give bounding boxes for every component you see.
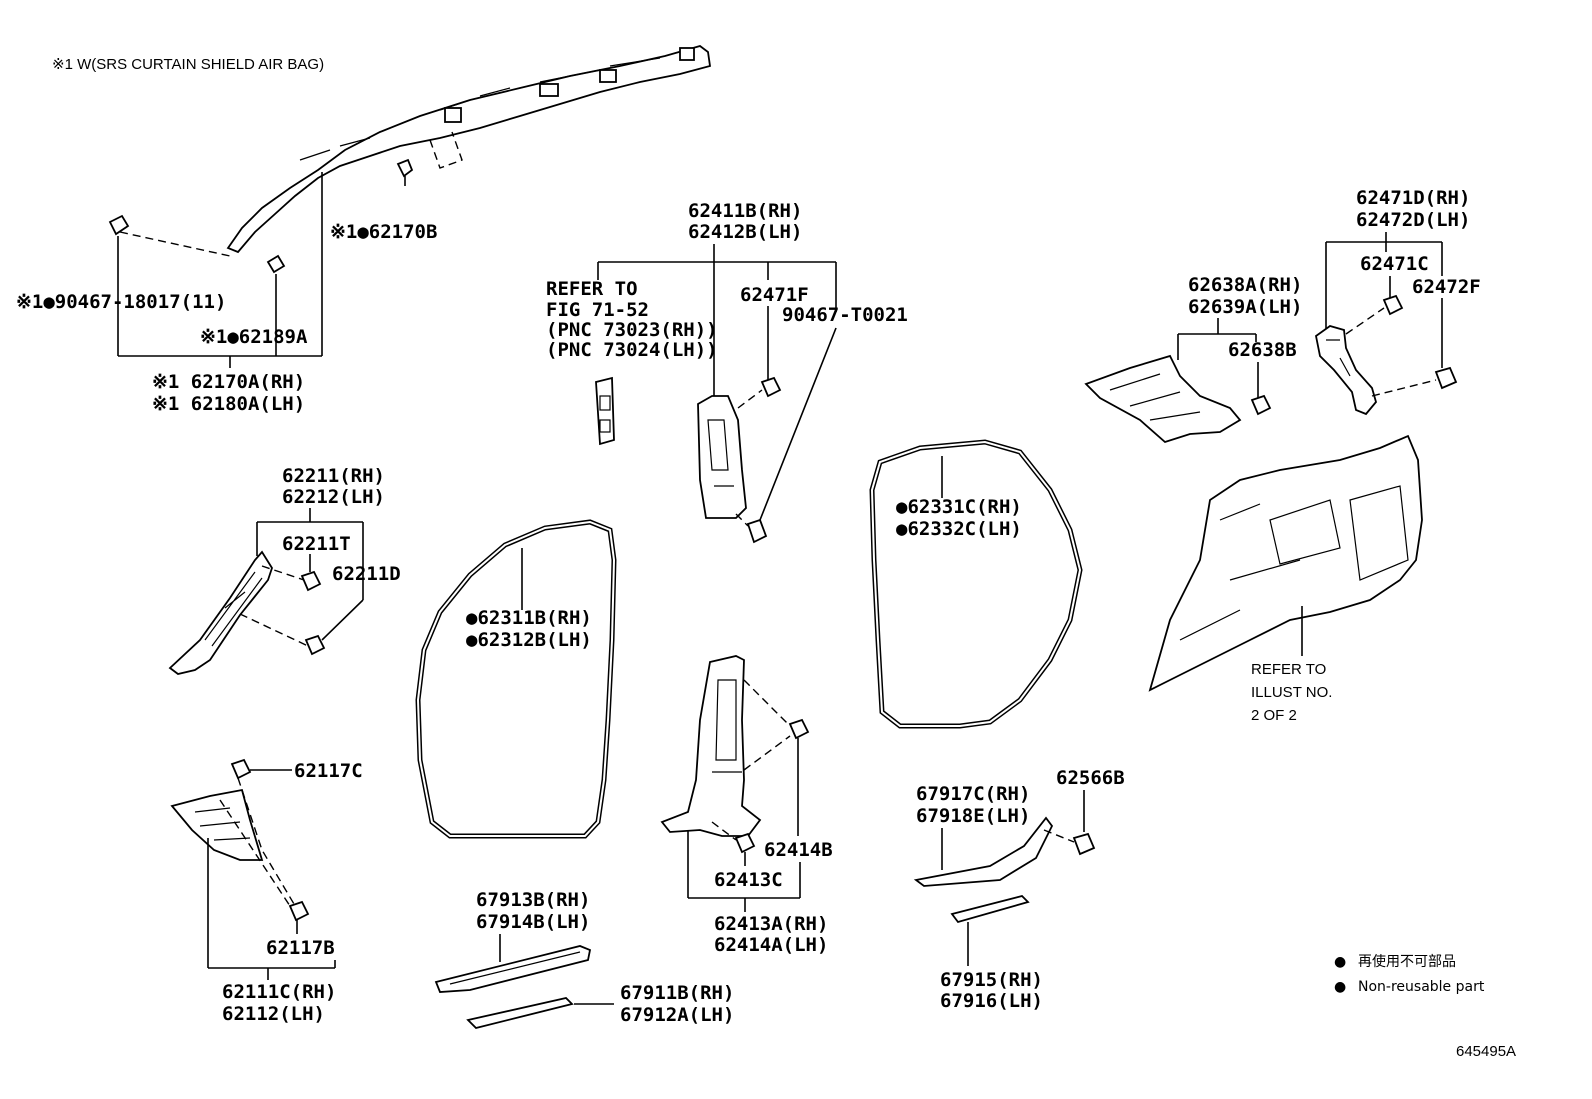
label-62117c: 62117C — [294, 760, 363, 782]
label-62311b: ●62311B(RH) — [466, 607, 592, 629]
clip-62472f — [1434, 366, 1458, 390]
front-scuff-plate-part — [434, 945, 592, 993]
label-62638a: 62638A(RH) — [1188, 274, 1302, 296]
roof-side-inner-garnish-part — [1084, 354, 1242, 444]
label-62312b: ●62312B(LH) — [466, 629, 592, 651]
label-62638b: 62638B — [1228, 339, 1297, 361]
label-62413c: 62413C — [714, 869, 783, 891]
label-refer-2: FIG 71-52 — [546, 299, 649, 321]
roof-side-rail-part — [226, 45, 712, 254]
label-62332c: ●62332C(LH) — [896, 518, 1022, 540]
label-refer-1: REFER TO — [546, 278, 638, 300]
label-62566b: 62566B — [1056, 767, 1125, 789]
clip-62117c — [230, 758, 252, 780]
front-pillar-garnish-part — [168, 550, 273, 675]
legend: ● 再使用不可部品 ● Non-reusable part — [1334, 953, 1485, 995]
label-62471d: 62471D(RH) — [1356, 187, 1470, 209]
label-67914b: 67914B(LH) — [476, 911, 590, 933]
label-67917c: 67917C(RH) — [916, 783, 1030, 805]
label-62170a: ※1 62170A(RH) — [152, 371, 305, 393]
clip-90467-18017 — [108, 214, 130, 236]
label-62414a: 62414A(LH) — [714, 934, 828, 956]
illustration-code: 645495A — [1456, 1043, 1516, 1060]
clip-62471f — [760, 376, 782, 398]
label-illust-1: REFER TO — [1251, 661, 1326, 678]
label-62413a: 62413A(RH) — [714, 913, 828, 935]
clip-62117b — [288, 900, 310, 922]
center-pillar-lower-part — [660, 655, 762, 837]
legend-japanese: 再使用不可部品 — [1358, 953, 1456, 970]
label-67911b: 67911B(RH) — [620, 982, 734, 1004]
front-step-cover-part — [466, 997, 574, 1029]
label-62411b: 62411B(RH) — [688, 200, 802, 222]
label-62412b: 62412B(LH) — [688, 221, 802, 243]
label-62112: 62112(LH) — [222, 1003, 325, 1025]
legend-mark-2: ● — [1334, 979, 1346, 995]
label-62471f: 62471F — [740, 284, 809, 306]
label-62180a: ※1 62180A(LH) — [152, 393, 305, 415]
clip-62413c — [734, 832, 756, 854]
label-67916: 67916(LH) — [940, 990, 1043, 1012]
airbag-note: ※1 W(SRS CURTAIN SHIELD AIR BAG) — [52, 56, 324, 73]
center-pillar-upper-part — [697, 395, 747, 519]
front-door-weatherstrip-part — [415, 519, 617, 839]
clip-90467-t0021 — [746, 518, 768, 544]
clip-62471c — [1382, 294, 1404, 316]
label-62472f: 62472F — [1412, 276, 1481, 298]
clip-62211t — [300, 570, 322, 592]
label-62170b: ※1●62170B — [330, 221, 437, 243]
label-62117b: 62117B — [266, 937, 335, 959]
clip-62566b — [1072, 832, 1096, 856]
label-62471c: 62471C — [1360, 253, 1429, 275]
label-62472d: 62472D(LH) — [1356, 209, 1470, 231]
label-62331c: ●62331C(RH) — [896, 496, 1022, 518]
quarter-trim-panel-part — [1148, 434, 1423, 692]
rear-door-weatherstrip-part — [869, 439, 1083, 729]
label-illust-2: ILLUST NO. — [1251, 684, 1332, 701]
label-62211d: 62211D — [332, 563, 401, 585]
clip-62189a — [266, 254, 286, 274]
label-refer-3: (PNC 73023(RH)) — [546, 319, 718, 341]
label-67918e: 67918E(LH) — [916, 805, 1030, 827]
label-illust-3: 2 OF 2 — [1251, 707, 1297, 724]
clip-62638b — [1250, 394, 1272, 416]
clip-62211d — [304, 634, 326, 656]
label-refer-4: (PNC 73024(LH)) — [546, 339, 718, 361]
label-62639a: 62639A(LH) — [1188, 296, 1302, 318]
label-62211t: 62211T — [282, 533, 351, 555]
label-90467-t0021: 90467-T0021 — [782, 304, 908, 326]
label-62414b: 62414B — [764, 839, 833, 861]
clip-62414b — [788, 718, 810, 740]
label-62211: 62211(RH) — [282, 465, 385, 487]
label-62212: 62212(LH) — [282, 486, 385, 508]
label-67912a: 67912A(LH) — [620, 1004, 734, 1026]
label-67915: 67915(RH) — [940, 969, 1043, 991]
label-67913b: 67913B(RH) — [476, 889, 590, 911]
seatbelt-adjuster-part — [595, 376, 615, 446]
legend-mark-1: ● — [1334, 954, 1346, 970]
clip-62170b — [396, 158, 414, 178]
back-door-pillar-garnish-part — [1315, 325, 1377, 416]
label-62189a: ※1●62189A — [200, 326, 308, 348]
rear-scuff-plate-part — [913, 816, 1054, 887]
cowl-side-trim-part — [170, 788, 264, 861]
label-90467-18017: ※1●90467-18017(11) — [16, 291, 226, 313]
rear-step-cover-part — [950, 895, 1030, 924]
label-62111c: 62111C(RH) — [222, 981, 336, 1003]
legend-english: Non-reusable part — [1358, 979, 1485, 995]
